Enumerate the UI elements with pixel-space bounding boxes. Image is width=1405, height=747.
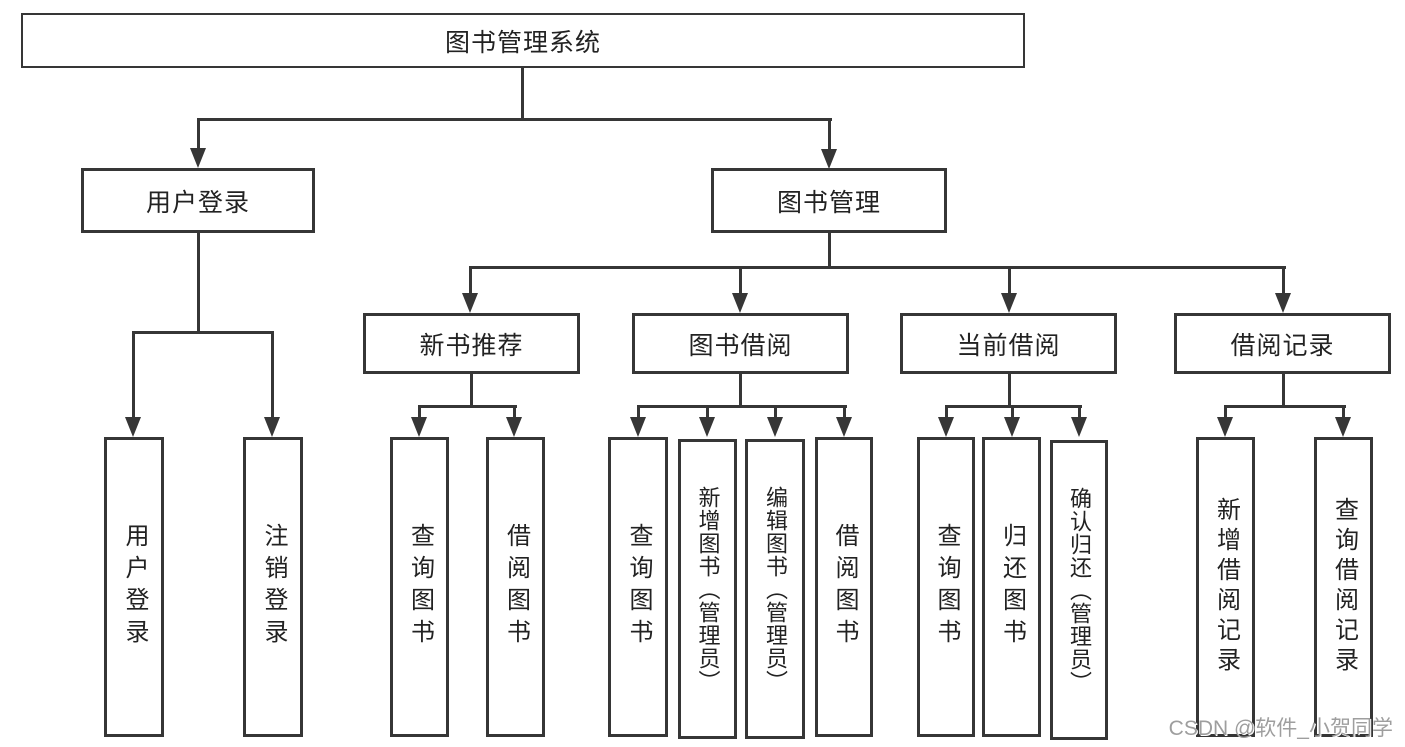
leaf-nb-query-books: 查询图书 [390,437,449,737]
arrowhead-br-query [1335,417,1351,437]
arrowhead-current-borrow [1001,293,1017,313]
node-user-login-label: 用户登录 [145,188,250,217]
connector-stub-nb-borrow [513,405,516,419]
leaf-bb-borrow-books: 借阅图书 [815,437,873,737]
connector-borrow-record-stem [1282,374,1285,408]
arrowhead-br-add [1217,417,1233,437]
arrowhead-cb-return [1004,417,1020,437]
arrowhead-bb-edit [767,417,783,437]
arrowhead-bb-borrow [836,417,852,437]
connector-stub-bb-borrow [843,405,846,419]
connector-user-login-stem [197,233,200,333]
arrowhead-bb-add [699,417,715,437]
connector-stub-bb-query [637,405,640,419]
connector-new-book-stem [470,374,473,408]
leaf-bb-query-books: 查询图书 [608,437,668,737]
arrowhead-nb-borrow [506,417,522,437]
node-root-label: 图书管理系统 [444,28,601,57]
connector-stub-cb-confirm [1078,405,1081,419]
node-current-borrow-label: 当前借阅 [956,331,1061,360]
arrowhead-cb-query [938,417,954,437]
leaf-cb-confirm-return-admin-label: 确认归还（管理员） [1067,486,1092,694]
arrowhead-nb-query [411,417,427,437]
connector-stub-borrow-record [1282,266,1285,296]
connector-stub-current-borrow [1008,266,1011,296]
leaf-bb-edit-books-admin: 编辑图书（管理员） [745,439,805,739]
connector-stub-cb-query [945,405,948,419]
leaf-br-add-record-label: 新增借阅记录 [1212,497,1240,677]
leaf-cb-return-books: 归还图书 [982,437,1041,737]
leaf-nb-borrow-books: 借阅图书 [486,437,545,737]
node-book-management-label: 图书管理 [776,188,881,217]
connector-user-login-bar [132,331,274,334]
arrowhead-book-borrow [732,293,748,313]
node-root-system: 图书管理系统 [21,13,1025,68]
leaf-user-login-label: 用户登录 [121,523,148,651]
connector-stub-leaf-user-login [132,331,135,420]
leaf-br-query-record-label: 查询借阅记录 [1330,497,1358,677]
arrowhead-bb-query [630,417,646,437]
node-new-book-recommend: 新书推荐 [363,313,580,374]
connector-stub-new-book [469,266,472,296]
node-borrow-record-label: 借阅记录 [1230,331,1335,360]
connector-root-stem [521,68,524,120]
arrowhead-new-book [462,293,478,313]
leaf-user-login: 用户登录 [104,437,164,737]
node-book-borrow-label: 图书借阅 [688,331,793,360]
connector-level3-bar [469,266,1286,269]
leaf-cb-query-books-label: 查询图书 [933,523,960,651]
connector-stub-bb-add [706,405,709,419]
node-book-borrow: 图书借阅 [632,313,849,374]
arrowhead-leaf-user-login [125,417,141,437]
arrowhead-borrow-record [1275,293,1291,313]
connector-stub-leaf-logout [271,331,274,420]
connector-stub-nb-query [418,405,421,419]
connector-book-borrow-stem [739,374,742,408]
leaf-logout-label: 注销登录 [260,523,287,651]
csdn-watermark: CSDN @软件_小贺同学 [1168,717,1393,740]
connector-stub-br-query [1342,405,1345,419]
connector-current-borrow-stem [1008,374,1011,408]
leaf-bb-add-books-admin: 新增图书（管理员） [678,439,737,739]
leaf-nb-borrow-books-label: 借阅图书 [502,523,530,651]
connector-borrow-record-bar [1224,405,1346,408]
node-borrow-record: 借阅记录 [1174,313,1391,374]
node-new-book-recommend-label: 新书推荐 [419,331,524,360]
node-user-login: 用户登录 [81,168,315,233]
connector-stub-user-login [197,118,200,150]
connector-stub-cb-return [1011,405,1014,419]
connector-stub-bb-edit [774,405,777,419]
leaf-bb-borrow-books-label: 借阅图书 [831,523,858,651]
connector-stub-book-borrow [739,266,742,296]
leaf-bb-add-books-admin-label: 新增图书（管理员） [695,485,721,693]
connector-stub-book-mgmt [828,118,831,150]
leaf-cb-return-books-label: 归还图书 [998,523,1026,651]
connector-book-mgmt-stem [828,233,831,269]
arrowhead-user-login [190,148,206,168]
leaf-cb-query-books: 查询图书 [917,437,975,737]
leaf-cb-confirm-return-admin: 确认归还（管理员） [1050,440,1108,740]
node-current-borrow: 当前借阅 [900,313,1117,374]
leaf-br-add-record: 新增借阅记录 [1196,437,1255,737]
leaf-logout: 注销登录 [243,437,303,737]
leaf-br-query-record: 查询借阅记录 [1314,437,1373,737]
connector-new-book-bar [418,405,517,408]
arrowhead-leaf-logout [264,417,280,437]
connector-level2-bar [197,118,832,121]
leaf-bb-edit-books-admin-label: 编辑图书（管理员） [763,485,788,693]
connector-stub-br-add [1224,405,1227,419]
leaf-nb-query-books-label: 查询图书 [406,523,434,651]
leaf-bb-query-books-label: 查询图书 [625,523,652,651]
arrowhead-book-mgmt [821,149,837,169]
arrowhead-cb-confirm [1071,417,1087,437]
node-book-management: 图书管理 [711,168,947,233]
connector-book-borrow-bar [637,405,847,408]
